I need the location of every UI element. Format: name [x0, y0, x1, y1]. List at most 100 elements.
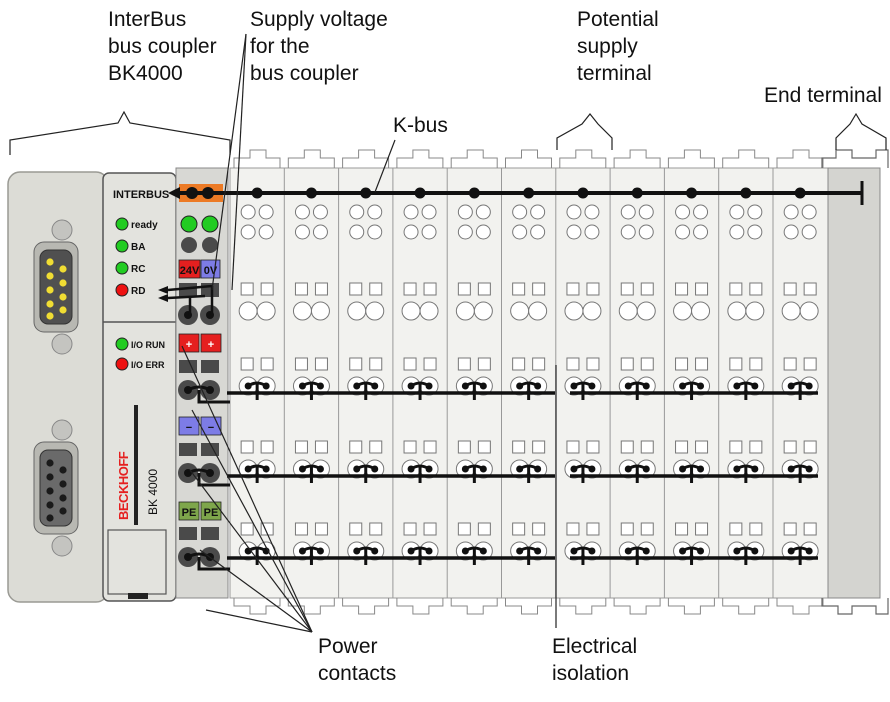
rd-arrow-head [158, 286, 168, 294]
connection-square [314, 357, 328, 371]
connection-square [640, 440, 654, 454]
k-bus-node [740, 187, 752, 199]
contact-opening [781, 301, 801, 321]
release-opening [675, 204, 691, 220]
terminal-latch [667, 598, 715, 615]
connection-square [512, 282, 526, 296]
dsub-connector-out [33, 419, 79, 557]
power-contact-leader-1 [181, 345, 313, 633]
io-led [115, 337, 129, 351]
release-opening [620, 224, 636, 240]
connection-square [314, 522, 328, 536]
connection-square [675, 440, 689, 454]
connection-square [749, 522, 763, 536]
connection-square [729, 522, 743, 536]
rd-arrow-line [167, 294, 206, 300]
interbus-label: INTERBUS [113, 189, 169, 201]
supply-24v-label: 24V [180, 265, 200, 277]
plus-1-label: + [186, 339, 192, 351]
coupler-bracket [9, 110, 231, 155]
connection-square [532, 440, 546, 454]
connection-square [620, 440, 634, 454]
connection-square [403, 522, 417, 536]
supply-led [180, 215, 198, 233]
supply-square [201, 527, 219, 540]
plus-1-box [178, 333, 200, 353]
connection-square [566, 357, 580, 371]
connection-square [783, 522, 797, 536]
release-opening [693, 224, 709, 240]
connection-square [260, 440, 274, 454]
k-bus-arrow [168, 187, 180, 199]
connection-square [749, 440, 763, 454]
k-bus-node [202, 187, 214, 199]
supply-leader-2 [231, 33, 247, 291]
connection-square [586, 522, 600, 536]
release-opening [693, 204, 709, 220]
connection-square [369, 282, 383, 296]
status-led-label: BA [131, 242, 145, 253]
rd-arrow-line [167, 284, 213, 292]
connection-square [477, 282, 491, 296]
supply-0v-label: 0V [204, 265, 218, 277]
release-opening [783, 204, 799, 220]
k-bus-node [186, 187, 198, 199]
connection-square [512, 440, 526, 454]
supply-square [201, 360, 219, 373]
contact-opening [691, 301, 711, 321]
status-led-label: RD [131, 286, 145, 297]
connection-square [695, 522, 709, 536]
contact-opening [365, 301, 385, 321]
terminal-latch [559, 149, 607, 168]
release-opening [801, 204, 817, 220]
contact-opening [292, 301, 312, 321]
connection-square [566, 440, 580, 454]
plus-2-box [200, 333, 222, 353]
supply-opening [181, 237, 197, 253]
connection-square [403, 357, 417, 371]
end-terminal-bracket [835, 112, 887, 150]
release-opening [638, 224, 654, 240]
supply-led [201, 215, 219, 233]
contact-opening [455, 301, 475, 321]
connection-square [695, 440, 709, 454]
supply-power-link [187, 468, 230, 487]
connection-square [240, 282, 254, 296]
release-opening [457, 224, 473, 240]
terminal-latch [287, 149, 335, 168]
release-opening [475, 204, 491, 220]
coupler-front-panel [102, 172, 177, 602]
plus-2-label: + [208, 339, 214, 351]
io-led-label: I/O ERR [131, 360, 165, 370]
terminal-latch [613, 598, 661, 615]
rd-arrow-head [158, 294, 168, 302]
callout-bus-coupler: InterBus bus coupler BK4000 [108, 8, 217, 85]
connection-square [349, 282, 363, 296]
terminal-latch [450, 598, 498, 615]
power-contact-leader-5 [205, 609, 313, 633]
release-opening [312, 224, 328, 240]
terminal-latch [776, 598, 824, 615]
connection-square [640, 357, 654, 371]
connection-square [783, 282, 797, 296]
io-led [115, 357, 129, 371]
connection-square [294, 282, 308, 296]
release-opening [349, 224, 365, 240]
contact-opening [256, 301, 276, 321]
terminal-latch [450, 149, 498, 168]
terminal-latch [233, 149, 281, 168]
k-bus-node [360, 187, 372, 199]
connection-square [566, 522, 580, 536]
contact-opening [745, 301, 765, 321]
connection-square [423, 357, 437, 371]
release-opening [475, 224, 491, 240]
contact-opening [564, 301, 584, 321]
connection-square [477, 357, 491, 371]
contact-opening [347, 301, 367, 321]
connection-square [749, 282, 763, 296]
power-contact-leader-3 [189, 469, 313, 633]
terminal-latch [342, 598, 390, 615]
model-text: BK 4000 [146, 469, 160, 515]
brand-logo: BECKHOFF BK 4000 [116, 405, 160, 525]
supply-leader-1 [211, 33, 247, 291]
